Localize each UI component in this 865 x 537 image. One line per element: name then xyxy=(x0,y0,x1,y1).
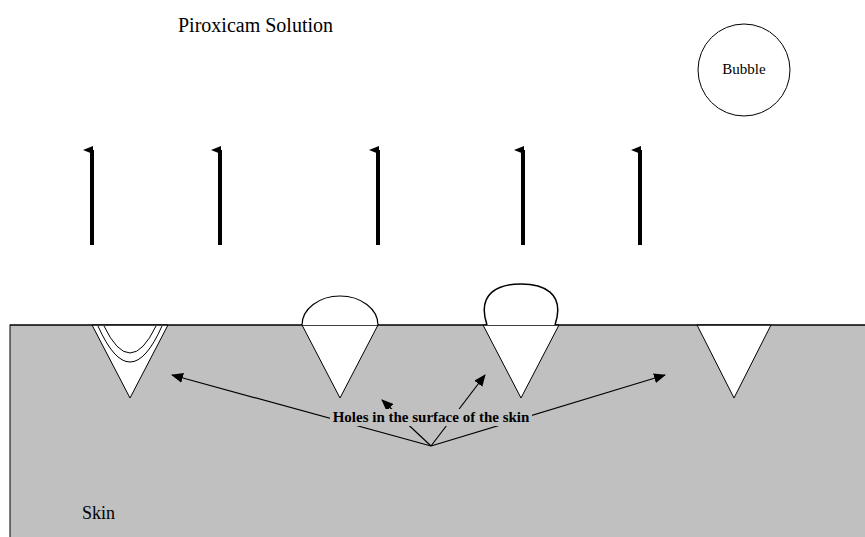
skin-surface xyxy=(10,325,865,537)
upward-arrow xyxy=(218,150,222,245)
solution-label: Piroxicam Solution xyxy=(178,14,333,37)
emerging-bubble xyxy=(302,296,378,325)
upward-arrow xyxy=(638,150,642,245)
upward-arrow xyxy=(376,150,380,245)
skin-band: Holes in the surface of the skinSkin xyxy=(10,325,865,537)
hole xyxy=(697,325,771,398)
upward-arrow xyxy=(90,150,94,245)
hole xyxy=(302,325,378,398)
emerging-bubble xyxy=(484,284,558,325)
skin-label: Skin xyxy=(82,503,115,524)
hole xyxy=(92,325,168,398)
upward-arrow xyxy=(521,150,525,245)
holes-label: Holes in the surface of the skin xyxy=(330,409,533,426)
hole-bubble xyxy=(104,326,156,353)
bubble-label: Bubble xyxy=(722,61,765,78)
hole-bubble xyxy=(98,326,162,362)
hole xyxy=(483,325,559,398)
bubble-circle: Bubble xyxy=(697,23,791,117)
